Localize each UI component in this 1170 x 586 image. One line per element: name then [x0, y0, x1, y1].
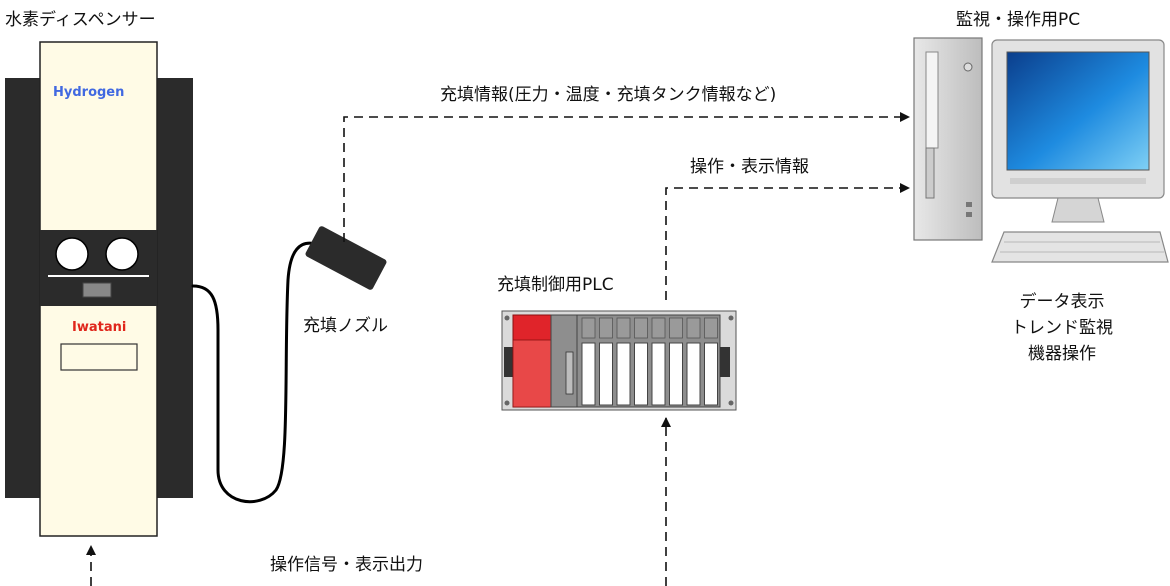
hydrogen-dispenser: [5, 41, 193, 537]
plc-screw-top-right: [728, 315, 734, 321]
pc-function-2: トレンド監視: [1011, 318, 1113, 338]
plc-screw-bottom-right: [728, 400, 734, 406]
plc-slot-header: [669, 317, 683, 339]
dispenser-right-panel: [155, 78, 193, 498]
plc-end-cap-right: [720, 347, 730, 377]
brand-label: Iwatani: [72, 320, 127, 335]
filling-nozzle: [305, 226, 387, 290]
pressure-gauge-left: [55, 237, 89, 271]
plc-screw-bottom-left: [504, 400, 510, 406]
dispenser-switch: [82, 282, 112, 298]
operation-display-label: 操作・表示情報: [690, 157, 809, 177]
pc-function-3: 機器操作: [1028, 344, 1096, 364]
plc-slot-face: [651, 342, 666, 406]
plc-slot-header: [704, 317, 718, 339]
plc-slot-face: [599, 342, 613, 406]
plc-slot-face: [669, 342, 683, 406]
signal-output-label: 操作信号・表示出力: [270, 555, 423, 575]
plc-io-slots: [581, 317, 718, 406]
monitor-screen: [1006, 51, 1150, 171]
pc-function-1: データ表示: [1019, 292, 1105, 312]
monitor-stand: [1051, 197, 1105, 223]
plc-slot-face: [686, 342, 701, 406]
pc-power-button: [963, 62, 973, 72]
plc-slot-header: [616, 317, 631, 339]
plc-end-cap-left: [504, 347, 514, 377]
plc-screw-top-left: [504, 315, 510, 321]
pc-port-1: [966, 202, 972, 207]
operation-display-arrow: [665, 183, 910, 300]
plc-slot-face: [634, 342, 648, 406]
dispenser-left-panel: [5, 78, 43, 498]
plc-slot-face: [616, 342, 631, 406]
monitoring-pc: [913, 37, 1169, 263]
dispenser-title: 水素ディスペンサー: [5, 10, 156, 30]
plc-slot-header: [686, 317, 701, 339]
plc-cpu-slot: [565, 351, 574, 395]
plc-slot-header: [651, 317, 666, 339]
filling-plc: [501, 310, 737, 411]
monitor-chin-line: [1010, 178, 1146, 184]
plc-slot-face: [704, 342, 718, 406]
pc-title: 監視・操作用PC: [956, 10, 1081, 30]
fill-info-label: 充填情報(圧力・温度・充填タンク情報など): [440, 85, 777, 105]
pressure-gauge-right: [105, 237, 139, 271]
plc-slot-header: [634, 317, 648, 339]
pc-slot: [925, 147, 935, 199]
pc-port-2: [966, 212, 972, 217]
plc-power-module-face: [512, 339, 552, 408]
hydrogen-label: Hydrogen: [53, 85, 125, 100]
flow-lines: [86, 112, 910, 586]
plc-slot-face: [581, 342, 596, 406]
plc-slot-header: [599, 317, 613, 339]
nozzle-label: 充填ノズル: [303, 316, 388, 336]
fill-info-arrow: [343, 112, 910, 242]
pc-drive-bay: [925, 51, 939, 149]
keyboard: [991, 231, 1169, 263]
plc-label: 充填制御用PLC: [497, 275, 614, 295]
plc-slot-header: [581, 317, 596, 339]
nozzle-hose: [191, 241, 318, 504]
dispenser-display-window: [60, 343, 138, 371]
